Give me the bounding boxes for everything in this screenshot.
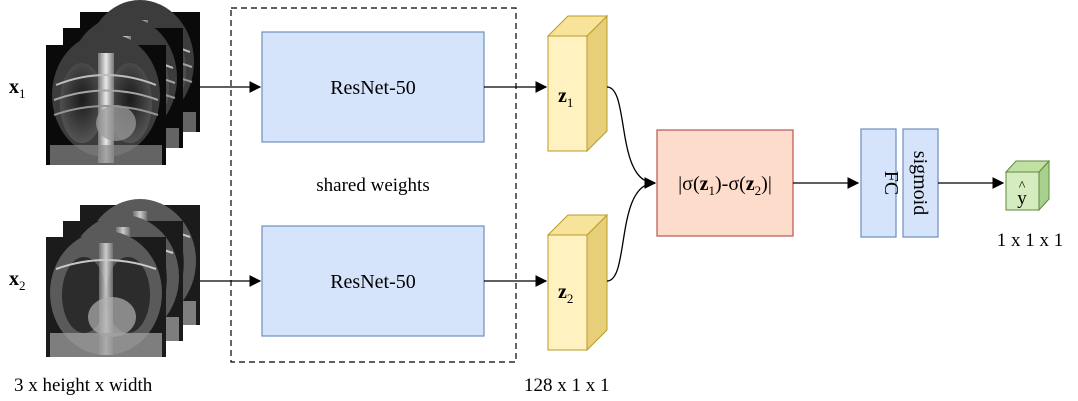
embedding-z2-block (546, 213, 609, 352)
distance-formula: |σ(z1)-σ(z2)| (678, 173, 772, 198)
embedding-shape-label: 128 x 1 x 1 (524, 375, 610, 396)
input-image-stack-2 (45, 198, 201, 358)
input-label-x1: x1 (9, 76, 26, 101)
embedding-z1-block (546, 14, 609, 153)
arrow-z1-to-distance (606, 86, 657, 189)
fc-block (860, 128, 897, 238)
resnet-block-2-label: ResNet-50 (330, 271, 416, 293)
shared-weights-label: shared weights (316, 175, 429, 196)
resnet-block-1-label: ResNet-50 (330, 77, 416, 99)
input-image-stack-1 (45, 0, 201, 166)
output-y-label: y (1017, 188, 1027, 209)
shared-weights-region (230, 7, 517, 363)
resnet-block-1 (261, 31, 485, 143)
distance-block (656, 129, 794, 237)
sigmoid-label: sigmoid (909, 151, 931, 215)
input-shape-label: 3 x height x width (14, 375, 153, 396)
output-y-block (1004, 159, 1051, 212)
resnet-block-2 (261, 225, 485, 337)
fc-label: FC (880, 171, 902, 195)
sigmoid-block (902, 128, 939, 238)
arrow-z2-to-distance (606, 182, 656, 282)
embedding-z2-label: z2 (558, 281, 573, 306)
embedding-z1-label: z1 (558, 85, 573, 110)
input-label-x2: x2 (9, 268, 26, 293)
output-hat: ^ (1019, 179, 1026, 194)
output-shape-label: 1 x 1 x 1 (997, 230, 1064, 251)
